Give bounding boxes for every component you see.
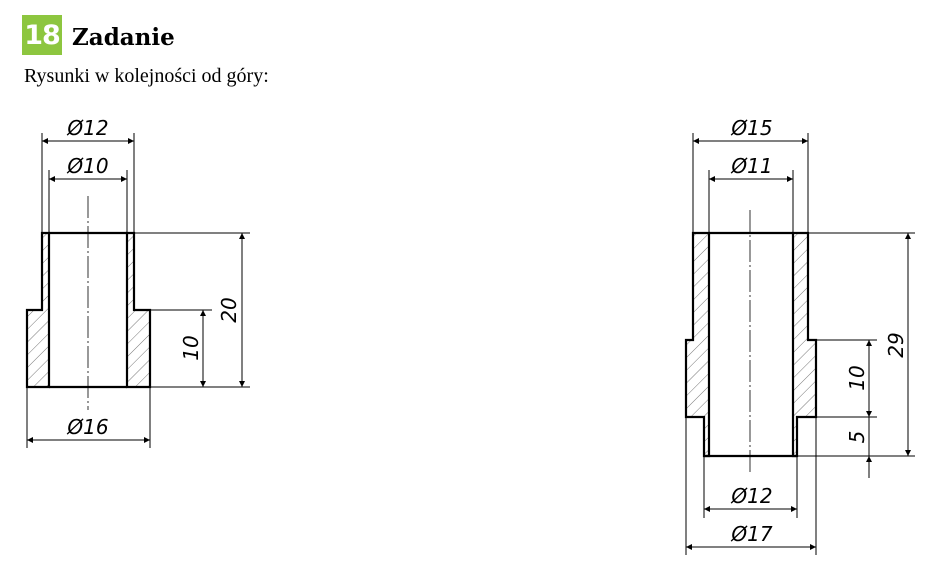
- task-title: Zadanie: [72, 24, 175, 51]
- dim-outer-top: Ø15: [730, 116, 772, 140]
- dim-height-total: 20: [217, 297, 241, 322]
- dim-height-bottom: 5: [845, 431, 869, 444]
- task-instruction: Rysunki w kolejności od góry:: [24, 65, 269, 87]
- drawing-2: [684, 133, 915, 555]
- dim-height-total: 29: [884, 332, 908, 357]
- section-left-wall: [25, 231, 51, 389]
- dim-bore: Ø11: [730, 154, 772, 178]
- dim-outer-top: Ø12: [66, 116, 108, 140]
- dim-bottom-small: Ø12: [730, 484, 772, 508]
- dim-height-step: 10: [179, 335, 203, 360]
- section-right-wall: [125, 231, 152, 389]
- dim-height-mid: 10: [845, 365, 869, 390]
- drawing-1: [25, 133, 250, 448]
- dim-outer-wide: Ø17: [730, 522, 772, 546]
- section-left-wall: [684, 231, 711, 458]
- section-right-wall: [791, 231, 818, 458]
- dim-outer-bottom: Ø16: [66, 415, 108, 439]
- task-number-badge: 18: [22, 15, 62, 55]
- dim-bore: Ø10: [66, 154, 108, 178]
